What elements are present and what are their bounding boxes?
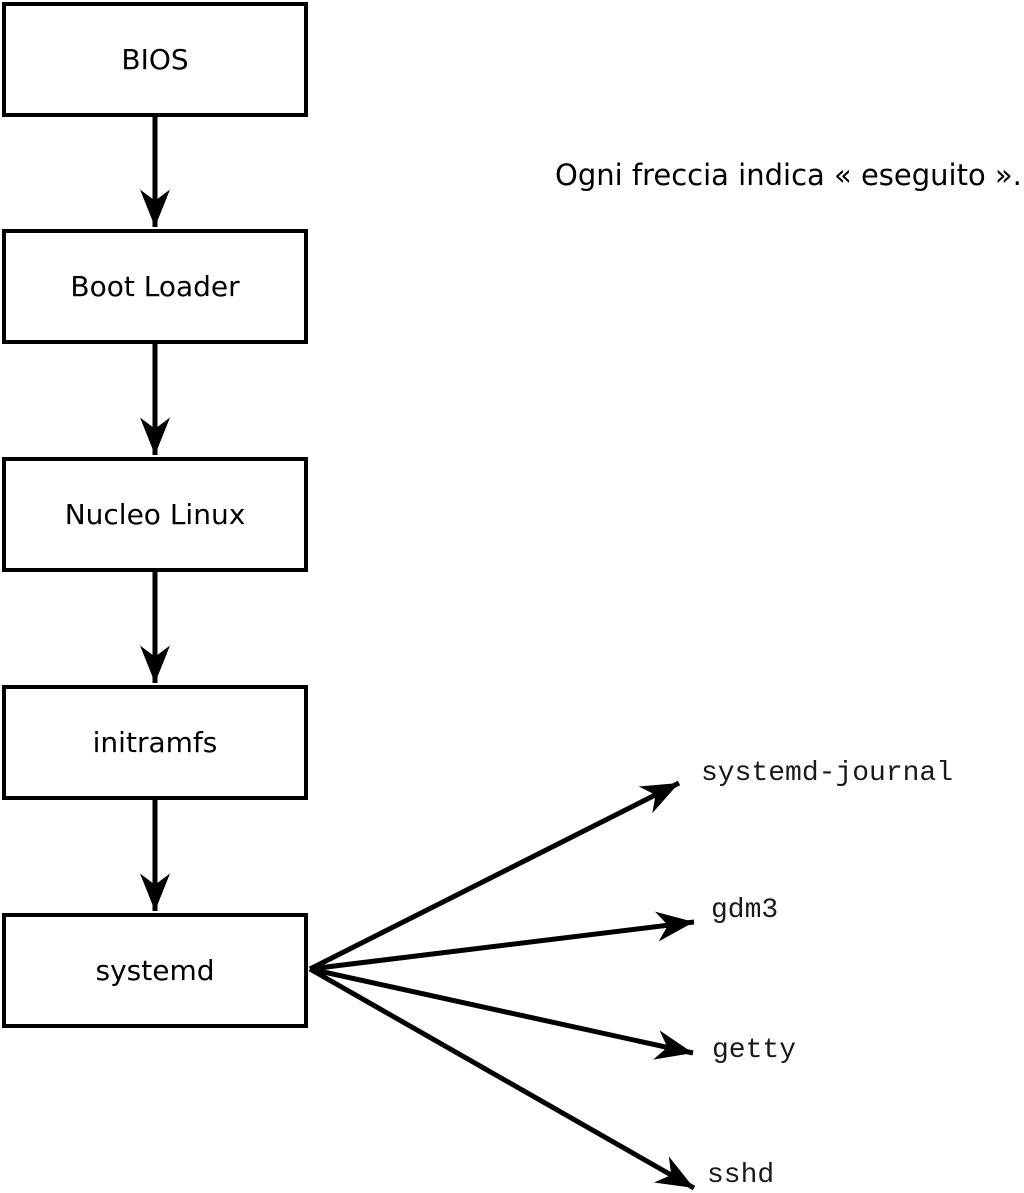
arrow-systemd-to-gdm3 — [309, 911, 695, 972]
node-systemd: systemd — [2, 913, 308, 1028]
fanout-label-systemd-journal: systemd-journal — [701, 758, 954, 789]
node-nucleo-linux-label: Nucleo Linux — [64, 497, 246, 531]
arrow-systemd-to-sshd — [308, 966, 696, 1191]
caption: Ogni freccia indica « eseguito ». — [555, 158, 1022, 192]
fanout-label-sshd: sshd — [707, 1160, 775, 1191]
node-boot-loader-label: Boot Loader — [70, 269, 240, 303]
node-bios-label: BIOS — [121, 42, 189, 76]
arrow-systemd-to-journal — [308, 780, 681, 972]
arrow-systemd-to-getty — [309, 966, 694, 1060]
node-bios: BIOS — [2, 2, 308, 117]
node-initramfs: initramfs — [2, 685, 308, 800]
node-nucleo-linux: Nucleo Linux — [2, 457, 308, 572]
node-systemd-label: systemd — [95, 953, 215, 987]
node-initramfs-label: initramfs — [92, 725, 218, 759]
node-boot-loader: Boot Loader — [2, 229, 308, 344]
fanout-label-getty: getty — [712, 1035, 797, 1066]
fanout-label-gdm3: gdm3 — [711, 895, 779, 926]
